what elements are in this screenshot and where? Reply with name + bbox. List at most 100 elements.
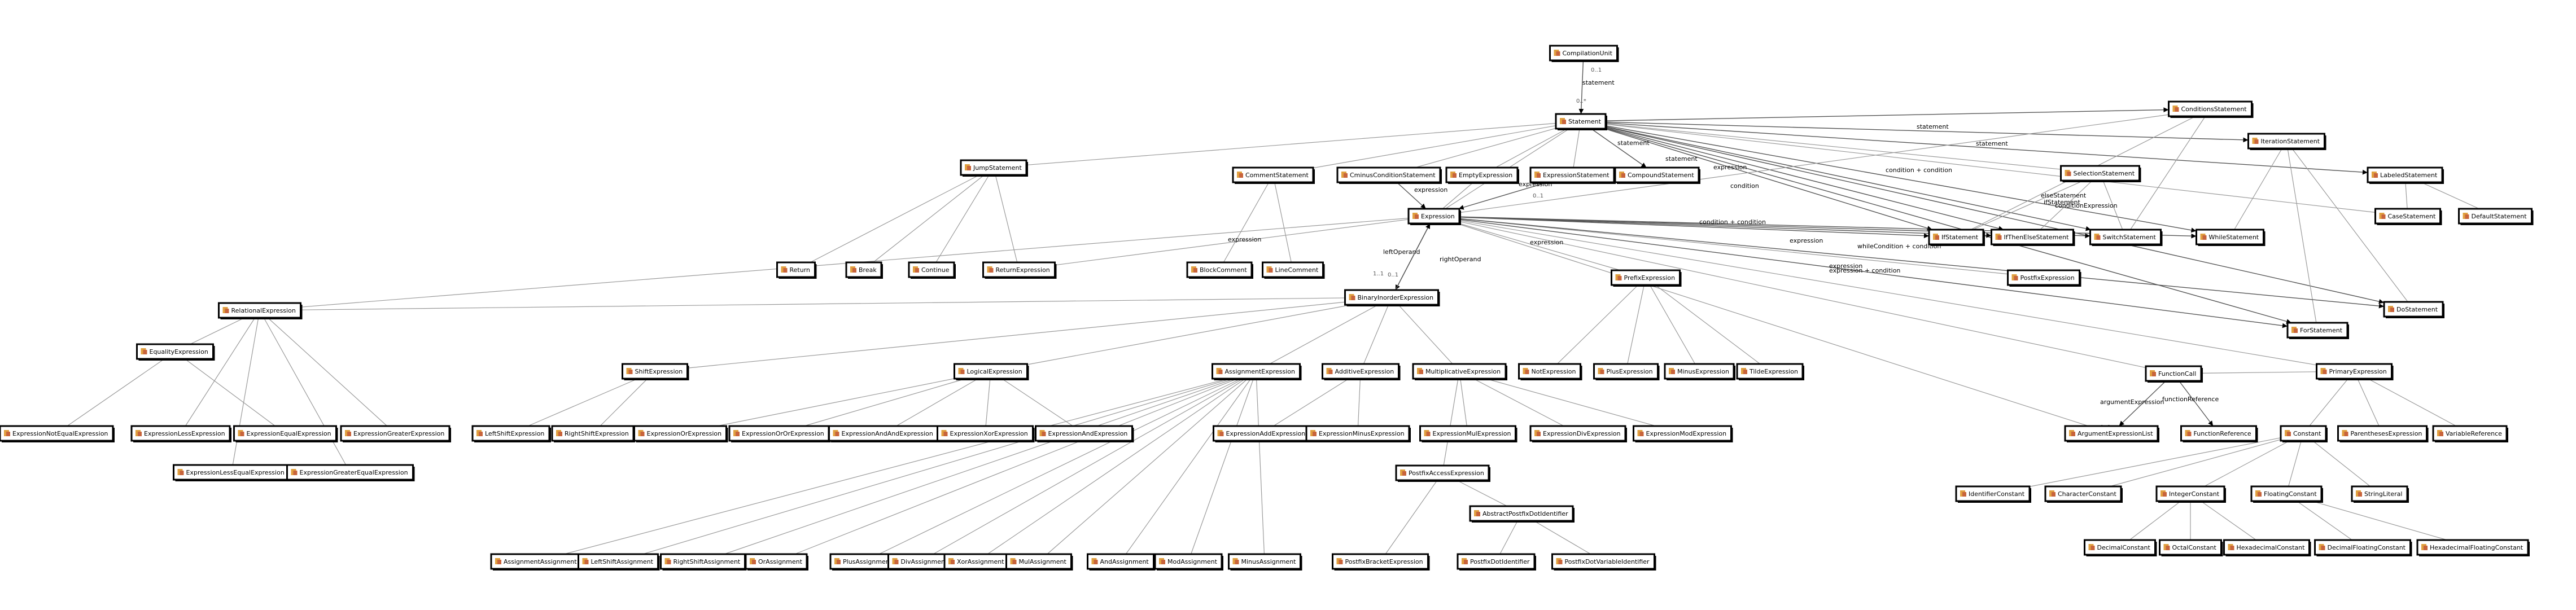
class-node[interactable]: FunctionReference xyxy=(2180,425,2258,442)
class-node[interactable]: CaseStatement xyxy=(2374,208,2442,225)
class-node[interactable]: AdditiveExpression xyxy=(1322,363,1401,380)
class-node[interactable]: AbstractPostfixDotIdentifier xyxy=(1469,505,1575,523)
class-node[interactable]: IfThenElseStatement xyxy=(1991,229,2075,246)
class-node[interactable]: ModAssignment xyxy=(1154,553,1223,570)
class-node[interactable]: EmptyExpression xyxy=(1445,166,1519,184)
class-node[interactable]: Return xyxy=(776,261,817,279)
class-node[interactable]: HexadecimalFloatingConstant xyxy=(2416,539,2530,556)
class-node[interactable]: WhileStatement xyxy=(2195,229,2266,246)
class-node[interactable]: LogicalExpression xyxy=(954,363,1029,380)
class-node[interactable]: LineComment xyxy=(1262,261,1325,279)
class-node[interactable]: OrAssignment xyxy=(745,553,808,570)
class-node[interactable]: PrimaryExpression xyxy=(2316,363,2394,380)
class-node[interactable]: IfStatement xyxy=(1928,229,1985,246)
class-node[interactable]: TildeExpression xyxy=(1736,363,1804,380)
icon-sheet-part xyxy=(783,268,788,273)
class-node[interactable]: ReturnExpression xyxy=(982,261,1057,279)
class-node[interactable]: BlockComment xyxy=(1186,261,1253,279)
class-node[interactable]: DoStatement xyxy=(2383,301,2444,318)
class-node[interactable]: CminusConditionStatement xyxy=(1336,166,1442,184)
class-node[interactable]: OctalConstant xyxy=(2159,539,2223,556)
class-node[interactable]: CommentStatement xyxy=(1232,166,1315,184)
class-node[interactable]: ShiftExpression xyxy=(622,363,689,380)
class-node[interactable]: JumpStatement xyxy=(960,159,1028,177)
node-box xyxy=(1457,553,1536,570)
class-node[interactable]: CompilationUnit xyxy=(1549,45,1619,62)
class-node[interactable]: AndAssignment xyxy=(1087,553,1156,570)
class-node[interactable]: LeftShiftExpression xyxy=(471,425,551,442)
class-node[interactable]: ArgumentExpressionList xyxy=(2064,425,2159,442)
class-node[interactable]: XorAssignment xyxy=(943,553,1011,570)
class-node[interactable]: ExpressionXorExpression xyxy=(937,425,1035,442)
class-node[interactable]: ExpressionMinusExpression xyxy=(1305,425,1411,442)
class-node[interactable]: ExpressionGreaterEqualExpression xyxy=(286,464,415,481)
class-node[interactable]: ExpressionLessEqualExpression xyxy=(173,464,291,481)
class-node[interactable]: MinusExpression xyxy=(1664,363,1735,380)
class-node[interactable]: ExpressionMulExpression xyxy=(1419,425,1517,442)
class-node[interactable]: MulAssignment xyxy=(1005,553,1073,570)
node-label: ExpressionNotEqualExpression xyxy=(12,430,108,437)
class-node[interactable]: MinusAssignment xyxy=(1228,553,1302,570)
class-node[interactable]: ExpressionAddExpression xyxy=(1213,425,1312,442)
class-node[interactable]: ExpressionOrExpression xyxy=(633,425,728,442)
class-node[interactable]: BinaryInorderExpression xyxy=(1344,289,1440,306)
edge-line xyxy=(67,358,165,427)
class-node[interactable]: AssignmentAssignment xyxy=(490,553,583,570)
class-node[interactable]: HexadecimalConstant xyxy=(2223,539,2311,556)
class-node[interactable]: DecimalConstant xyxy=(2084,539,2157,556)
class-node[interactable]: PlusExpression xyxy=(1593,363,1660,380)
class-node[interactable]: PostfixDotIdentifier xyxy=(1457,553,1536,570)
class-node[interactable]: RelationalExpression xyxy=(218,302,303,319)
edge-line xyxy=(716,378,955,427)
class-node[interactable]: MultiplicativeExpression xyxy=(1412,363,1507,380)
class-node[interactable]: DecimalFloatingConstant xyxy=(2314,539,2412,556)
class-node[interactable]: PostfixDotVariableIdentifier xyxy=(1551,553,1656,570)
class-node[interactable]: SelectionStatement xyxy=(2060,165,2141,182)
class-node[interactable]: ForStatement xyxy=(2286,322,2349,339)
class-node[interactable]: PostfixExpression xyxy=(2007,269,2081,287)
class-node[interactable]: AssignmentExpression xyxy=(1212,363,1302,380)
class-node[interactable]: Break xyxy=(845,261,883,279)
class-node[interactable]: Statement xyxy=(1555,113,1607,130)
class-node[interactable]: CompoundStatement xyxy=(1614,166,1700,184)
class-node[interactable]: LeftShiftAssignment xyxy=(578,553,660,570)
class-node[interactable]: EqualityExpression xyxy=(136,343,215,361)
class-node[interactable]: IdentifierConstant xyxy=(1955,485,2031,503)
class-node[interactable]: DivAssignment xyxy=(887,553,954,570)
class-node[interactable]: ExpressionAndExpression xyxy=(1035,425,1134,442)
class-node[interactable]: StringLiteral xyxy=(2351,485,2409,503)
class-node[interactable]: SwitchStatement xyxy=(2089,229,2163,246)
class-node[interactable]: IntegerConstant xyxy=(2155,485,2226,503)
class-node[interactable]: Constant xyxy=(2280,425,2328,442)
class-folder-icon xyxy=(892,558,899,564)
class-node[interactable]: ExpressionOrOrExpression xyxy=(728,425,830,442)
class-node[interactable]: PostfixAccessExpression xyxy=(1395,464,1490,482)
class-node[interactable]: ConditionsStatement xyxy=(2168,100,2254,118)
class-node[interactable]: CharacterConstant xyxy=(2044,485,2123,503)
class-node[interactable]: ExpressionNotEqualExpression xyxy=(0,425,115,442)
class-node[interactable]: VariableReference xyxy=(2432,425,2508,442)
class-folder-icon xyxy=(2069,430,2075,436)
class-node[interactable]: ExpressionModExpression xyxy=(1633,425,1733,442)
class-node[interactable]: DefaultStatement xyxy=(2458,208,2534,225)
class-node[interactable]: RightShiftAssignment xyxy=(660,553,747,570)
class-node[interactable]: Continue xyxy=(908,261,956,279)
icon-sheet-part xyxy=(6,432,10,436)
class-node[interactable]: ExpressionAndAndExpression xyxy=(828,425,940,442)
class-node[interactable]: ExpressionDivExpression xyxy=(1529,425,1627,442)
class-node[interactable]: FloatingConstant xyxy=(2250,485,2323,503)
class-node[interactable]: PostfixBracketExpression xyxy=(1332,553,1430,570)
class-node[interactable]: FunctionCall xyxy=(2145,365,2203,383)
class-node[interactable]: PrefixExpression xyxy=(1611,269,1682,287)
class-node[interactable]: IterationStatement xyxy=(2247,133,2326,150)
class-node[interactable]: ParenthesesExpression xyxy=(2337,425,2429,442)
class-node[interactable]: ExpressionGreaterExpression xyxy=(340,425,451,442)
class-node[interactable]: ExpressionLessExpression xyxy=(130,425,231,442)
class-node[interactable]: NotExpression xyxy=(1518,363,1582,380)
class-node[interactable]: Expression xyxy=(1407,208,1461,225)
class-node[interactable]: RightShiftExpression xyxy=(551,425,635,442)
class-node[interactable]: ExpressionEqualExpression xyxy=(233,425,338,442)
class-folder-icon xyxy=(2342,430,2348,436)
class-node[interactable]: LabeledStatement xyxy=(2367,166,2444,184)
class-node[interactable]: ExpressionStatement xyxy=(1529,166,1616,184)
